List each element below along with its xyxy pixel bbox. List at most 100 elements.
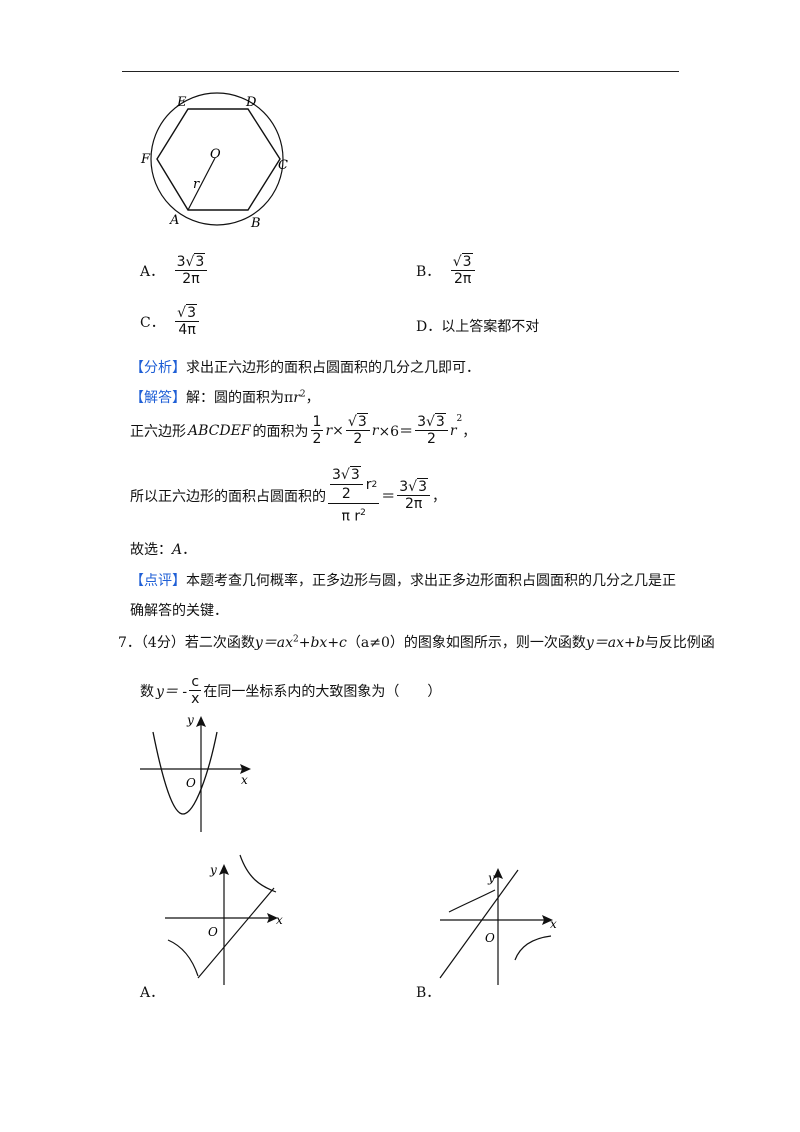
quadratic-cond: （a≠0）: [346, 635, 404, 651]
option-b[interactable]: B． √3 2π: [416, 253, 477, 287]
option-a-coef: 3: [176, 254, 186, 270]
analysis-text: 求出正六边形的面积占圆面积的几分之几即可．: [186, 360, 480, 376]
question-line2-prefix: 数: [140, 683, 154, 700]
label-O: O: [210, 147, 221, 162]
solution-tag: 【解答】: [130, 390, 186, 406]
comment-text-1: 本题考查几何概率，正多边形与圆，求出正多边形面积占圆面积的几分之几是正: [186, 573, 676, 589]
label-D: D: [245, 95, 257, 110]
option-b-graph: y x O: [439, 868, 557, 985]
option-c-label: C．: [140, 314, 165, 331]
option-c-fraction: √3 4π: [175, 304, 200, 338]
header-rule: [122, 71, 679, 72]
option-b-graph-label[interactable]: B．: [416, 985, 441, 1001]
question-number: 7．: [118, 635, 141, 651]
solution-line-1: 【解答】解：圆的面积为πr2，: [130, 387, 320, 407]
inverse-expr-y: y＝ -: [156, 683, 188, 700]
x-label: x: [550, 917, 557, 931]
comment-text-2: 确解答的关键．: [130, 603, 228, 619]
label-C: C: [278, 158, 288, 173]
comment-line-2: 确解答的关键．: [130, 600, 228, 620]
quadratic-expr: y＝ax: [254, 635, 293, 651]
x-arrow-icon: [267, 913, 278, 923]
hyperbola-branch-2: [167, 939, 199, 977]
option-d-text: 以上答案都不对: [441, 319, 540, 335]
analysis-line: 【分析】求出正六边形的面积占圆面积的几分之几即可．: [130, 357, 480, 377]
x-arrow-icon: [240, 764, 251, 774]
option-a[interactable]: A． 3√3 2π: [140, 253, 209, 287]
y-label: y: [186, 713, 194, 727]
x-label: x: [276, 913, 283, 927]
option-a-radicand: 3: [194, 253, 206, 270]
hexagon-circle-figure: E D F C A B O r: [140, 92, 288, 231]
option-a-label: A．: [140, 263, 165, 280]
option-b-radicand: 3: [461, 253, 473, 270]
linear-expr: y＝ax+b: [585, 635, 645, 651]
quadratic-sup: 2: [293, 634, 299, 645]
comment-tag: 【点评】: [130, 573, 186, 589]
radius-line: [187, 157, 216, 211]
x-arrow-icon: [542, 915, 553, 925]
label-B: B: [250, 216, 261, 231]
question-mid: 的图象如图所示，则一次函数: [403, 635, 586, 651]
analysis-tag: 【分析】: [130, 360, 186, 376]
inverse-den: x: [191, 691, 200, 707]
label-E: E: [176, 95, 187, 110]
origin-label: O: [186, 776, 196, 790]
hyperbola-branch-2: [514, 935, 552, 961]
solution-var-r: r: [293, 390, 300, 406]
option-b-fraction: √3 2π: [450, 253, 475, 287]
option-b-denominator: 2π: [454, 271, 472, 287]
label-F: F: [140, 152, 151, 167]
solution-text-1: 解：圆的面积为π: [186, 390, 294, 406]
x-label: x: [241, 773, 248, 787]
question-tail: 与反比例函: [644, 635, 715, 651]
parabola-graph: y x O: [140, 713, 251, 832]
circle: [150, 92, 284, 226]
y-arrow-icon: [219, 864, 229, 875]
parabola-curve: [152, 731, 218, 815]
solution-sup-2: 2: [299, 389, 306, 400]
comment-line-1: 【点评】本题考查几何概率，正多边形与圆，求出正多边形面积占圆面积的几分之几是正: [130, 570, 676, 590]
question-score: （4分）若二次函数: [140, 635, 255, 651]
option-d-label: D．: [416, 319, 442, 335]
label-r: r: [193, 177, 200, 192]
solution-comma: ，: [305, 390, 320, 406]
inverse-num: c: [189, 674, 202, 691]
y-label: y: [209, 863, 217, 877]
option-a-graph-label[interactable]: A．: [140, 985, 165, 1001]
hyperbola-branch-1: [448, 889, 496, 913]
option-a-denominator: 2π: [182, 271, 200, 287]
solution-choice-text: 故选：: [130, 542, 172, 558]
solution-line-4: 故选：A．: [130, 539, 196, 559]
y-arrow-icon: [196, 716, 206, 727]
linear-line: [197, 887, 275, 979]
option-b-label: B．: [416, 263, 441, 280]
option-a-fraction: 3√3 2π: [174, 253, 208, 287]
option-c-denominator: 4π: [178, 322, 196, 338]
question-7-line-1: 7．（4分）若二次函数y＝ax2+bx+c（a≠0）的图象如图所示，则一次函数y…: [118, 632, 715, 652]
option-d[interactable]: D．以上答案都不对: [416, 316, 539, 336]
label-A: A: [169, 213, 179, 228]
question-line2-suffix: 在同一坐标系内的大致图象为（ ）: [203, 683, 442, 700]
option-c[interactable]: C． √3 4π: [140, 304, 201, 338]
solution-text-2b: 的面积为: [252, 423, 309, 440]
linear-line: [439, 869, 519, 979]
y-label: y: [487, 871, 495, 885]
hexagon-name: ABCDEF: [188, 422, 251, 439]
quadratic-rest: +bx+c: [298, 635, 347, 651]
solution-text-3: 所以正六边形的面积占圆面积的: [130, 488, 326, 505]
option-a-graph: y x O: [165, 854, 283, 985]
option-c-radicand: 3: [186, 304, 198, 321]
solution-text-2a: 正六边形: [130, 423, 186, 440]
hyperbola-branch-1: [239, 854, 277, 893]
hexagon: [156, 108, 281, 211]
